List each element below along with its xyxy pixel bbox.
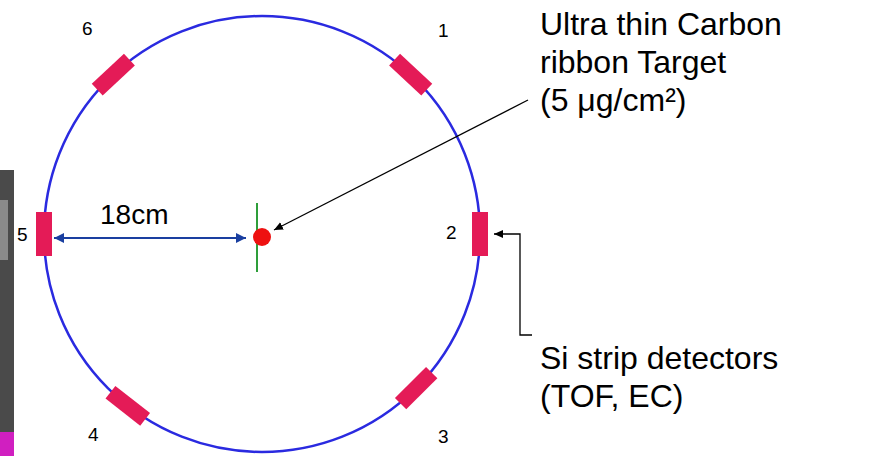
dimension-arrow	[54, 237, 246, 239]
detector	[92, 54, 135, 96]
photo-strip	[0, 170, 14, 456]
detector	[389, 54, 432, 96]
callout-number: 1	[438, 20, 449, 42]
detector	[106, 386, 151, 426]
leader-line	[274, 100, 528, 230]
callout-number: 3	[438, 426, 449, 448]
detector	[472, 212, 488, 256]
target-spot	[253, 228, 271, 246]
chamber-circle	[44, 16, 480, 452]
si-detectors	[36, 54, 488, 426]
callout-text: Ultra thin Carbon ribbon Target (5 μg/cm…	[540, 6, 782, 119]
detector	[395, 367, 437, 409]
callout-text: Si strip detectors (TOF, EC)	[540, 340, 778, 416]
callout-number: 5	[17, 224, 28, 246]
detector	[36, 212, 52, 256]
callout-number: 4	[88, 424, 99, 446]
photo-strip	[0, 432, 14, 456]
callout-number: 6	[82, 18, 93, 40]
callout-number: 2	[446, 222, 457, 244]
photo-strip	[0, 200, 8, 260]
callout-number: 18cm	[100, 198, 168, 231]
leader-line	[494, 234, 532, 335]
